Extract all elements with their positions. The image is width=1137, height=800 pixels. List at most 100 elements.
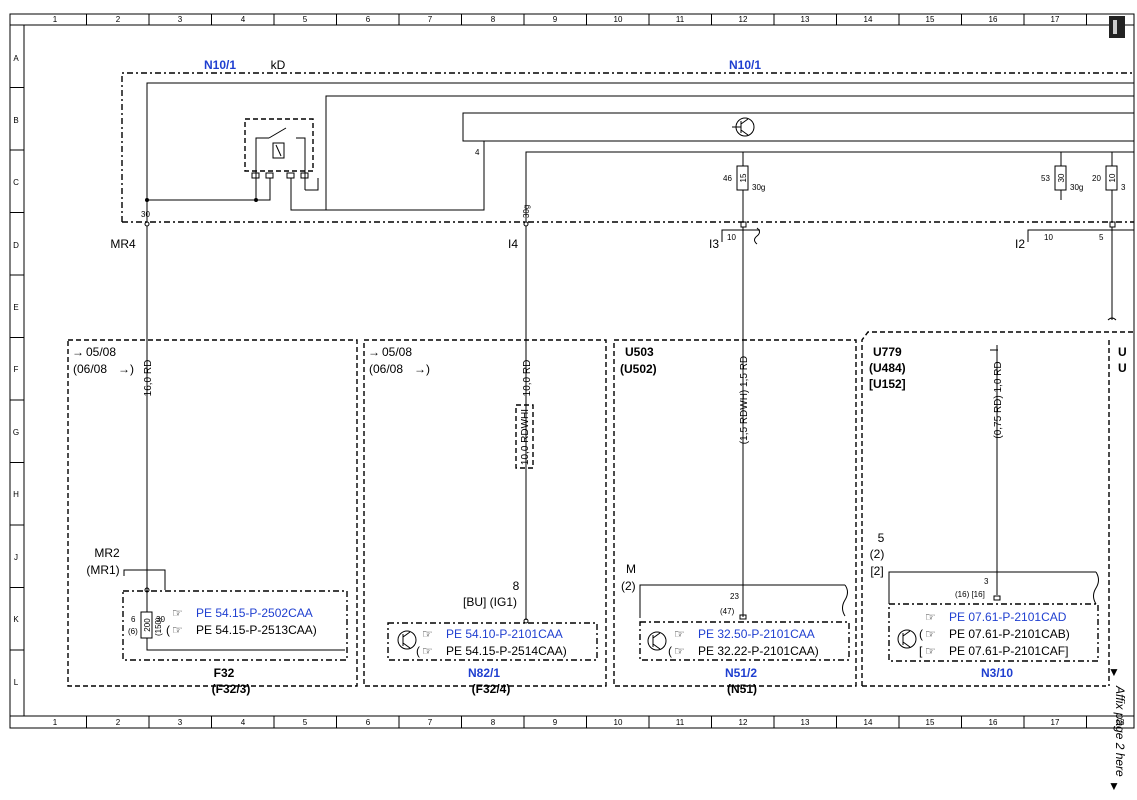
col-label: 1 (53, 718, 58, 727)
pin-label-alt: [BU] (IG1) (463, 595, 517, 609)
section-n3-10: U779 (U484) [U152] U U (0,75 RD) 1,0 RD … (861, 331, 1134, 687)
pin-label: 30 (156, 615, 165, 624)
col-label: 17 (1051, 15, 1060, 24)
pin-label: 8 (513, 579, 520, 593)
reference-link[interactable]: PE 32.22-P-2101CAA) (698, 644, 819, 658)
row-label: D (13, 241, 19, 250)
col-label: 14 (864, 15, 873, 24)
node-label: M (626, 562, 636, 576)
date-from: 05/08 (382, 345, 412, 359)
reference-link[interactable]: PE 32.50-P-2101CAA (698, 627, 815, 641)
affix-note-text: Affix page 2 here (1113, 685, 1127, 777)
pin-label: 20 (1092, 174, 1101, 183)
control-unit-label-left: N10/1 (204, 58, 236, 72)
row-label: E (13, 303, 18, 312)
col-label: 15 (926, 15, 935, 24)
node-label-alt: (2) (870, 547, 885, 561)
fuse-rating: 200 (143, 618, 152, 632)
arrow-icon: →) (118, 362, 134, 376)
connector-block: MR4 I4 I3 I2 10 10 5 (110, 227, 1134, 251)
code-label-alt: (U484) (869, 361, 906, 375)
date-to: (06/08 (369, 362, 403, 376)
reference-link[interactable]: PE 54.15-P-2514CAA) (446, 644, 567, 658)
relay-icon (145, 118, 319, 202)
col-label: 8 (491, 15, 496, 24)
col-label: 8 (491, 718, 496, 727)
fuse-icon: 30 53 30g (1041, 152, 1083, 200)
reference-link[interactable]: PE 07.61-P-2101CAF] (949, 644, 1068, 658)
code-label-cut: U (1118, 361, 1127, 375)
connector-pin: 10 (1044, 233, 1053, 242)
col-label: 2 (116, 15, 121, 24)
section-border (363, 339, 607, 687)
code-label-cut: U (1118, 345, 1127, 359)
arrow-down-icon: ▼ (1108, 779, 1120, 793)
pin-label: 46 (723, 174, 732, 183)
section-border (67, 339, 358, 687)
component-box (639, 621, 850, 661)
col-label: 5 (303, 718, 308, 727)
fuse-rating: 30 (1057, 173, 1066, 182)
reference-paren: [ (919, 644, 923, 658)
col-label: 15 (926, 718, 935, 727)
node-label-alt: (MR1) (86, 563, 119, 577)
connector-pin: 10 (727, 233, 736, 242)
fuse-rating: 15 (739, 173, 748, 182)
reference-hand-icon: ☞ (925, 610, 936, 624)
node-label: MR2 (94, 546, 120, 560)
wire-spec: 16,0 RD (143, 360, 154, 397)
col-label: 10 (614, 15, 623, 24)
col-label: 6 (366, 15, 371, 24)
transistor-block (462, 112, 1135, 142)
reference-link[interactable]: PE 07.61-P-2101CAB) (949, 627, 1070, 641)
col-label: 16 (989, 718, 998, 727)
fuse-icon: 10 20 3 (1092, 152, 1126, 222)
arrow-icon: → (72, 345, 84, 359)
connector-i4: I4 (508, 237, 518, 251)
reference-link[interactable]: PE 54.15-P-2513CAA) (196, 623, 317, 637)
component-name-alt: (F32/3) (212, 682, 251, 696)
column-dividers (86, 14, 1087, 728)
col-label: 12 (739, 15, 748, 24)
reference-link[interactable]: PE 54.10-P-2101CAA (446, 627, 563, 641)
reference-hand-icon: ☞ (674, 644, 685, 658)
row-label: K (13, 615, 19, 624)
row-label: B (13, 116, 18, 125)
node-label: 5 (878, 531, 885, 545)
code-label-alt: [U152] (869, 377, 906, 391)
connector-mr4: MR4 (110, 237, 136, 251)
control-unit-sublabel: kD (271, 58, 286, 72)
page-corner-icon (1109, 16, 1125, 38)
col-label: 3 (178, 718, 183, 727)
pin-label-alt: (47) (720, 607, 735, 616)
code-label-alt: (U502) (620, 362, 657, 376)
pin-label: 6 (131, 615, 136, 624)
reference-paren: ( (166, 623, 170, 637)
reference-link[interactable]: PE 54.15-P-2502CAA (196, 606, 313, 620)
node-label-alt: (2) (621, 579, 636, 593)
component-name: F32 (214, 666, 235, 680)
col-label: 10 (614, 718, 623, 727)
pin-label-alt: (150) (154, 617, 163, 636)
row-label: A (13, 54, 19, 63)
wire-spec: 10,0 RD (522, 360, 533, 397)
col-label: 16 (989, 15, 998, 24)
pin-label: 30g (522, 205, 531, 218)
column-labels-bottom: 1 2 3 4 5 6 7 8 9 10 11 12 13 14 15 16 1… (53, 718, 1125, 727)
reference-paren: ( (919, 627, 923, 641)
row-label: H (13, 490, 19, 499)
code-label: U503 (625, 345, 654, 359)
row-dividers (10, 87, 24, 651)
col-label: 13 (801, 15, 810, 24)
pin-label: 53 (1041, 174, 1050, 183)
component-name-alt: (N51) (727, 682, 757, 696)
col-label: 4 (241, 15, 246, 24)
component-name: N3/10 (981, 666, 1013, 680)
date-from: 05/08 (86, 345, 116, 359)
column-labels-top: 1 2 3 4 5 6 7 8 9 10 11 12 13 14 15 16 1… (53, 15, 1060, 24)
row-labels: A B C D E F G H J K L (13, 54, 19, 687)
reference-link[interactable]: PE 07.61-P-2101CAD (949, 610, 1067, 624)
reference-hand-icon: ☞ (422, 644, 433, 658)
wire-spec: (0,75 RD) 1,0 RD (993, 361, 1004, 438)
component-name: N51/2 (725, 666, 757, 680)
